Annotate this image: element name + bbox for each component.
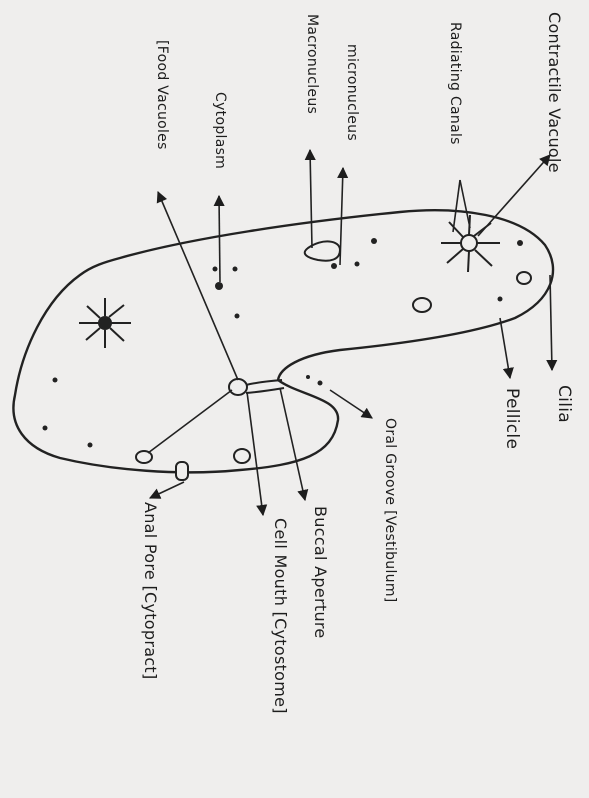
label-pellicle: Pellicle: [502, 388, 522, 449]
label-micronucleus: micronucleus: [344, 44, 360, 141]
label-food-vacuoles: [Food Vacuoles: [154, 40, 170, 150]
food-vacuoles: [136, 272, 531, 480]
label-cell-mouth: Cell Mouth [Cytostome]: [271, 518, 290, 714]
label-anal-pore: Anal Pore [Cytopract]: [141, 502, 160, 680]
contractile-vacuole-anterior: [441, 215, 500, 272]
label-buccal-aperture: Buccal Aperture: [311, 506, 330, 639]
cytoplasm-granules: [43, 238, 524, 448]
contractile-vacuole-posterior: [79, 298, 131, 348]
buccal-gullet: [246, 380, 284, 393]
label-cytoplasm: Cytoplasm: [212, 92, 228, 169]
label-contractile-vacuole: Contractile Vacuole: [545, 12, 564, 173]
label-radiating-canals: Radiating Canals: [447, 22, 463, 145]
macronucleus: [305, 241, 340, 260]
micronucleus: [331, 263, 337, 269]
label-oral-groove: Oral Groove [Vestibulum]: [382, 418, 398, 603]
label-cilia: Cilia: [554, 385, 574, 423]
leader-lines: [148, 150, 552, 515]
label-macronucleus: Macronucleus: [304, 14, 320, 114]
